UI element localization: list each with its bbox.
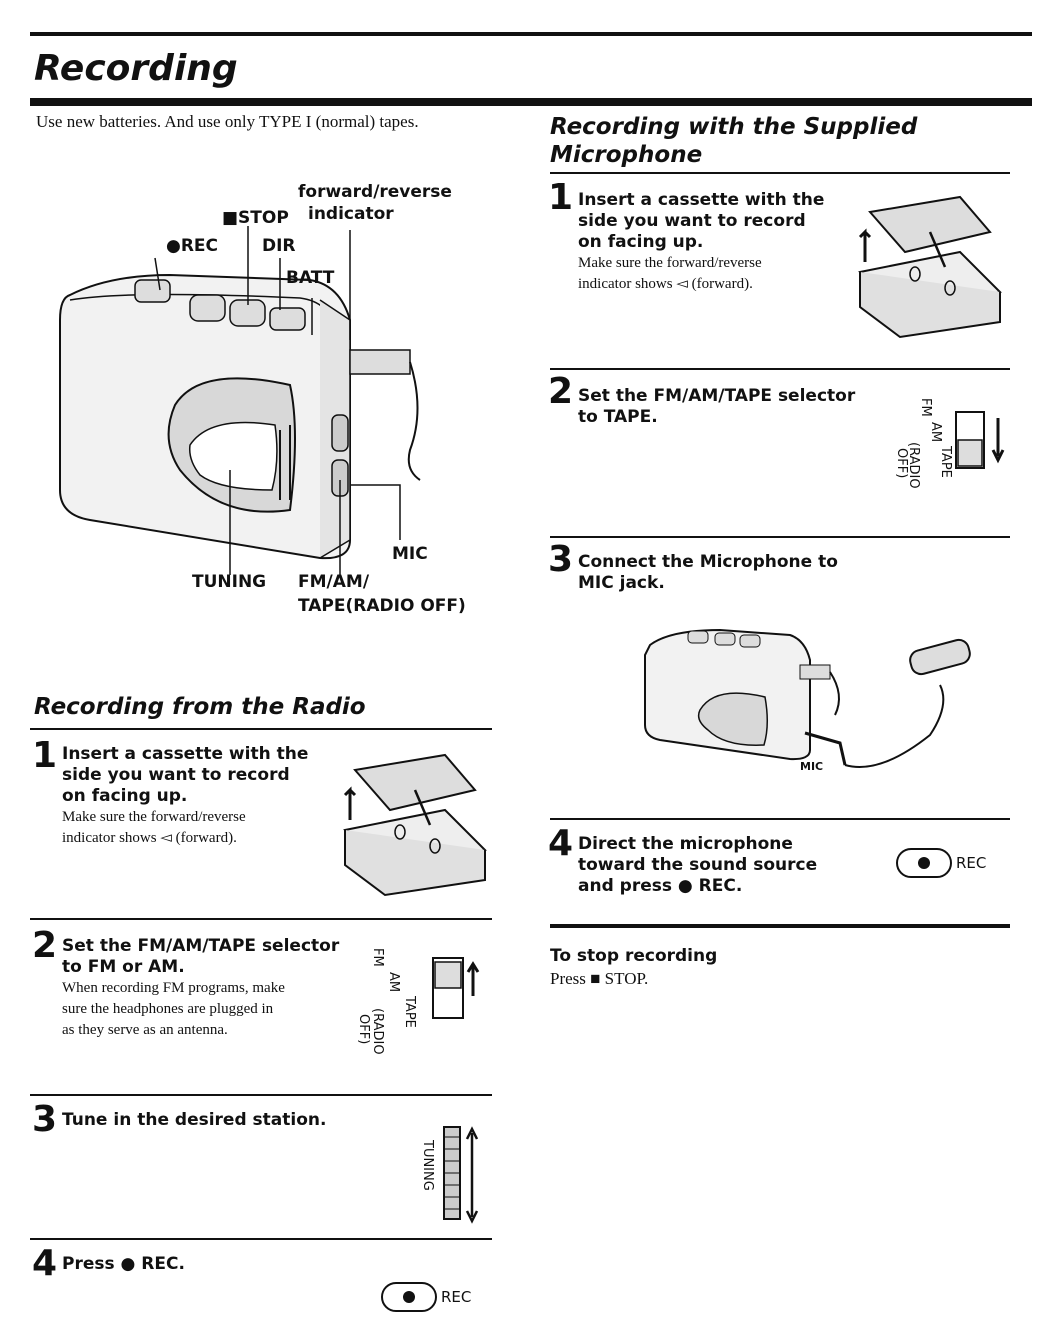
- label-tape-radio-off: TAPE(RADIO OFF): [298, 596, 466, 616]
- heading-line: Set the FM/AM/TAPE selector: [62, 936, 340, 956]
- mic-step-2-text: Set the FM/AM/TAPE selector to TAPE.: [578, 386, 868, 428]
- label-am: AM: [386, 972, 401, 993]
- label-am: AM: [928, 422, 943, 443]
- mic-step-3-number: 3: [548, 539, 574, 580]
- rec-button-label: REC: [956, 854, 987, 872]
- label-fm: FM: [370, 948, 385, 967]
- rec-button-illustration: REC: [896, 848, 1006, 878]
- label-off: OFF): [356, 1014, 371, 1045]
- label-radio: (RADIO: [906, 442, 921, 489]
- mic-step-rule: [550, 368, 1010, 370]
- heading-line: MIC jack.: [578, 573, 665, 593]
- label-dir: DIR: [262, 236, 296, 256]
- label-fm-am: FM/AM/: [298, 572, 370, 592]
- mic-step-1-text: Insert a cassette with the side you want…: [578, 190, 848, 295]
- mic-selector-switch: FM AM TAPE (RADIO OFF): [894, 398, 1016, 498]
- walkman-diagram: forward/reverse indicator ■STOP ●REC DIR…: [50, 180, 520, 630]
- heading-line: side you want to record: [578, 211, 806, 231]
- radio-step-1-text: Insert a cassette with the side you want…: [62, 744, 322, 849]
- cassette-insert-illustration: [858, 195, 1002, 339]
- selector-switch-graphic: [955, 411, 1005, 469]
- body-line: sure the headphones are plugged in: [62, 1001, 274, 1017]
- radio-step-4-heading: Press ● REC.: [62, 1254, 185, 1274]
- body-line: Make sure the forward/reverse: [578, 255, 762, 271]
- cassette-insert-illustration: [343, 753, 487, 897]
- walkman-illustration: [59, 226, 421, 575]
- heading-line: side you want to record: [62, 765, 290, 785]
- body-line: indicator shows ◅ (forward).: [62, 830, 237, 846]
- intro-text: Use new batteries. And use only TYPE I (…: [36, 112, 419, 131]
- mic-section-title-line1: Recording with the Supplied: [550, 114, 918, 140]
- radio-step-1-number: 1: [32, 735, 58, 776]
- heading-line: Direct the microphone: [578, 834, 793, 854]
- rec-button-label: REC: [441, 1288, 472, 1306]
- mic-section-rule: [550, 172, 1010, 174]
- label-rec: ●REC: [166, 236, 219, 256]
- mic-jack-label: MIC: [800, 760, 824, 773]
- mic-step-2-number: 2: [548, 371, 574, 412]
- radio-step-rule: [30, 918, 492, 920]
- mic-section-title-line2: Microphone: [550, 142, 703, 168]
- body-line: Make sure the forward/reverse: [62, 809, 246, 825]
- title-rule: [30, 98, 1032, 106]
- radio-section-rule: [30, 728, 492, 730]
- label-batt: BATT: [286, 268, 335, 288]
- radio-step-2-text: Set the FM/AM/TAPE selector to FM or AM.…: [62, 936, 352, 1041]
- label-radio: (RADIO: [370, 1008, 385, 1055]
- stop-recording-heading: To stop recording: [550, 946, 718, 966]
- radio-section-title: Recording from the Radio: [34, 694, 366, 720]
- label-mic: MIC: [392, 544, 428, 564]
- heading-line: Set the FM/AM/TAPE selector: [578, 386, 856, 406]
- mic-connection-illustration: MIC: [640, 615, 980, 795]
- page-title: Recording: [34, 48, 238, 89]
- radio-step-4-number: 4: [32, 1243, 58, 1284]
- mic-section-end-rule: [550, 924, 1010, 928]
- label-tuning-dial: TUNING: [420, 1140, 435, 1191]
- body-line: as they serve as an antenna.: [62, 1022, 228, 1038]
- body-line: indicator shows ◅ (forward).: [578, 276, 753, 292]
- stop-recording-body: Press ■ STOP.: [550, 969, 649, 988]
- label-forward-reverse: forward/reverse: [298, 182, 452, 202]
- mic-step-rule: [550, 536, 1010, 538]
- radio-step-2-number: 2: [32, 925, 58, 966]
- mic-step-3-text: Connect the Microphone to MIC jack.: [578, 552, 868, 594]
- heading-line: to FM or AM.: [62, 957, 185, 977]
- label-tuning: TUNING: [192, 572, 267, 592]
- radio-step-3-heading: Tune in the desired station.: [62, 1110, 327, 1130]
- mic-step-4-number: 4: [548, 823, 574, 864]
- heading-line: Insert a cassette with the: [578, 190, 825, 210]
- mic-step-4-text: Direct the microphone toward the sound s…: [578, 834, 868, 897]
- body-line: When recording FM programs, make: [62, 980, 285, 996]
- radio-selector-switch: FM AM TAPE (RADIO OFF): [356, 948, 498, 1055]
- radio-step-rule: [30, 1238, 492, 1240]
- heading-line: toward the sound source: [578, 855, 818, 875]
- heading-line: on facing up.: [62, 786, 188, 806]
- label-fm: FM: [918, 398, 933, 417]
- radio-step-rule: [30, 1094, 492, 1096]
- mic-step-rule: [550, 818, 1010, 820]
- heading-line: to TAPE.: [578, 407, 658, 427]
- label-tape: TAPE: [402, 996, 417, 1028]
- heading-line: Insert a cassette with the: [62, 744, 309, 764]
- label-off: OFF): [894, 448, 909, 479]
- rec-button-illustration: REC: [381, 1282, 491, 1312]
- selector-switch-graphic: [432, 957, 480, 1019]
- heading-line: and press ● REC.: [578, 876, 743, 896]
- radio-step-3-number: 3: [32, 1099, 58, 1140]
- rec-button-graphic: [896, 848, 952, 878]
- rec-button-graphic: [381, 1282, 437, 1312]
- mic-step-1-number: 1: [548, 177, 574, 218]
- walkman-with-mic-graphic: [644, 628, 971, 768]
- heading-line: on facing up.: [578, 232, 704, 252]
- heading-line: Connect the Microphone to: [578, 552, 838, 572]
- label-stop: ■STOP: [222, 208, 289, 228]
- top-rule: [30, 32, 1032, 36]
- tuning-dial-illustration: [443, 1126, 479, 1224]
- label-tape: TAPE: [938, 446, 953, 478]
- label-indicator: indicator: [308, 204, 394, 224]
